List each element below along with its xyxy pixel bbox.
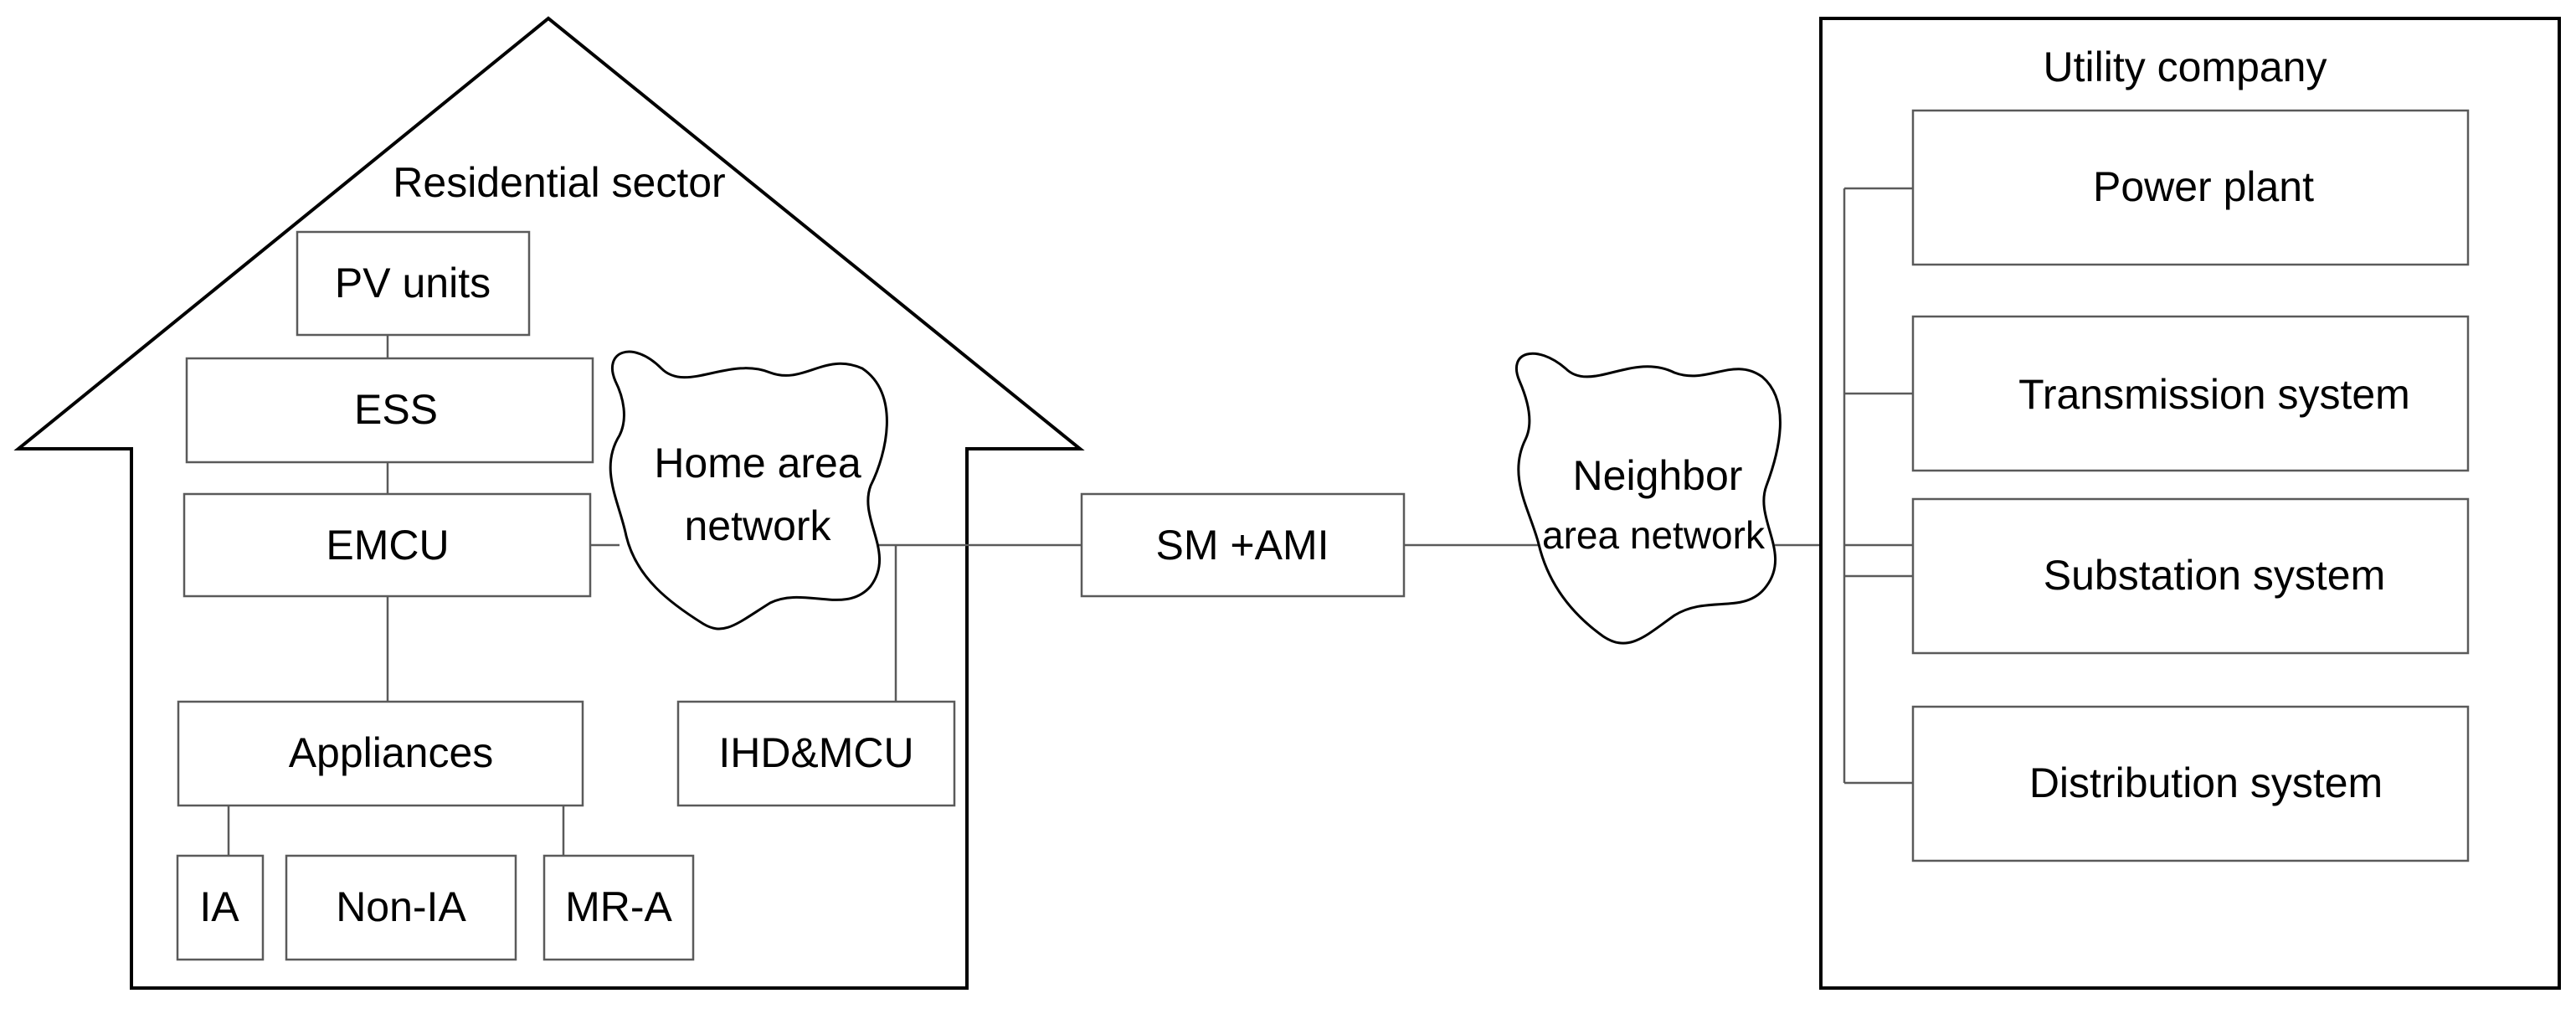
neighbor-area-network-cloud (1514, 352, 1782, 645)
emcu-label: EMCU (326, 522, 449, 569)
transmission-system-label: Transmission system (2018, 371, 2410, 418)
neighbor-area-network-label-line1: Neighbor (1573, 452, 1743, 499)
distribution-system-box (1911, 705, 2470, 862)
appliances-box (177, 700, 584, 807)
non-ia-label: Non-IA (336, 883, 466, 930)
non-ia-box (285, 854, 517, 961)
home-area-network-cloud (609, 350, 888, 631)
substation-system-label: Substation system (2044, 552, 2386, 599)
ia-box (176, 854, 265, 961)
sm-ami-box (1080, 492, 1406, 598)
appliances-label: Appliances (289, 729, 494, 776)
emcu-box (183, 492, 592, 598)
distribution-system-label: Distribution system (2029, 759, 2383, 806)
residential-sector-title: Residential sector (393, 159, 725, 206)
mr-a-box (542, 854, 695, 961)
sm-ami-label: SM +AMI (1156, 522, 1329, 569)
ihd-mcu-box (676, 700, 956, 807)
pv-units-label: PV units (335, 260, 491, 306)
power-plant-label: Power plant (2093, 163, 2314, 210)
home-area-network-label-line2: network (684, 502, 831, 549)
utility-company-title: Utility company (2044, 44, 2327, 90)
home-area-network-label-line1: Home area (654, 440, 861, 486)
substation-system-box (1911, 497, 2470, 655)
ess-label: ESS (354, 386, 438, 433)
power-plant-box (1911, 109, 2470, 266)
ihd-mcu-label: IHD&MCU (718, 729, 913, 776)
neighbor-area-network-label-line2: area network (1542, 513, 1766, 557)
ia-label: IA (199, 883, 239, 930)
mr-a-label: MR-A (565, 883, 672, 930)
pv-units-box (296, 230, 531, 337)
ess-box (185, 357, 594, 464)
transmission-system-box (1911, 315, 2470, 472)
